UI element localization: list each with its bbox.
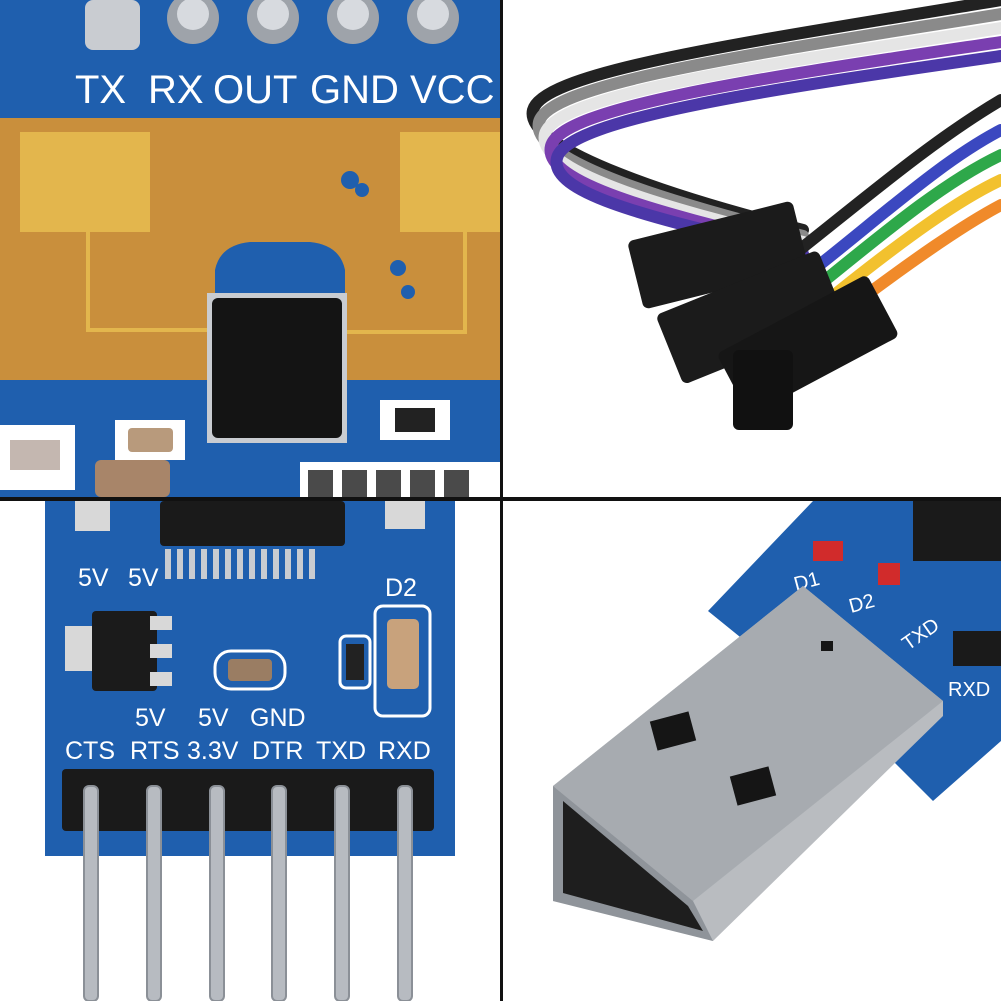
pin-header: [62, 769, 434, 831]
pin-label-cts: CTS: [65, 737, 115, 765]
radar-module-photo: TX RX OUT GND VCC: [0, 0, 500, 497]
antenna-patch-right: [400, 132, 500, 232]
label-5v-d: 5V: [198, 704, 229, 732]
pin-label-txd: TXD: [316, 737, 366, 765]
pin-label-vcc: VCC: [410, 68, 494, 112]
pin-label-gnd: GND: [310, 68, 399, 112]
pin-label-3v3: 3.3V: [187, 737, 239, 765]
radar-chip: [212, 298, 342, 438]
pin-label-rx: RX: [148, 68, 204, 112]
antenna-patch-left: [20, 132, 150, 232]
label-gnd: GND: [250, 704, 306, 732]
label-d2: D2: [385, 574, 417, 602]
label-5v-b: 5V: [128, 564, 159, 592]
capacitor: [387, 619, 419, 689]
horizontal-divider: [0, 497, 1001, 501]
led-d1: [813, 541, 843, 561]
pin-label-tx: TX: [75, 68, 126, 112]
usb-opening: [563, 801, 703, 931]
usb-plug-illustration: D1 D2 TXD RXD: [503, 501, 1001, 1001]
pin-label-dtr: DTR: [252, 737, 303, 765]
voltage-regulator: [92, 611, 157, 691]
label-5v-c: 5V: [135, 704, 166, 732]
led-d2: [878, 563, 900, 585]
label-rxd: RXD: [948, 679, 990, 701]
pin-label-rts: RTS: [130, 737, 180, 765]
label-5v-a: 5V: [78, 564, 109, 592]
dupont-connectors: [628, 201, 898, 430]
header-pins: [85, 0, 459, 50]
usb-serial-board-illustration: 5V 5V D2 5V 5V GND CTS RTS 3.3V DTR TXD …: [0, 501, 500, 1001]
pin-label-out: OUT: [213, 68, 297, 112]
header-pin-legs: [83, 785, 413, 1001]
usb-plug-photo: D1 D2 TXD RXD: [503, 501, 1001, 1001]
serial-chip: [160, 501, 345, 546]
jumper-wires-illustration: [503, 0, 1001, 497]
jumper-wires-photo: [503, 0, 1001, 497]
usb-shell-hole-right: [729, 766, 777, 806]
pin-label-rxd: RXD: [378, 737, 431, 765]
usb-serial-board-photo: 5V 5V D2 5V 5V GND CTS RTS 3.3V DTR TXD …: [0, 501, 500, 1001]
radar-module-illustration: TX RX OUT GND VCC: [0, 0, 500, 497]
usb-shell-hole-left: [649, 711, 697, 751]
